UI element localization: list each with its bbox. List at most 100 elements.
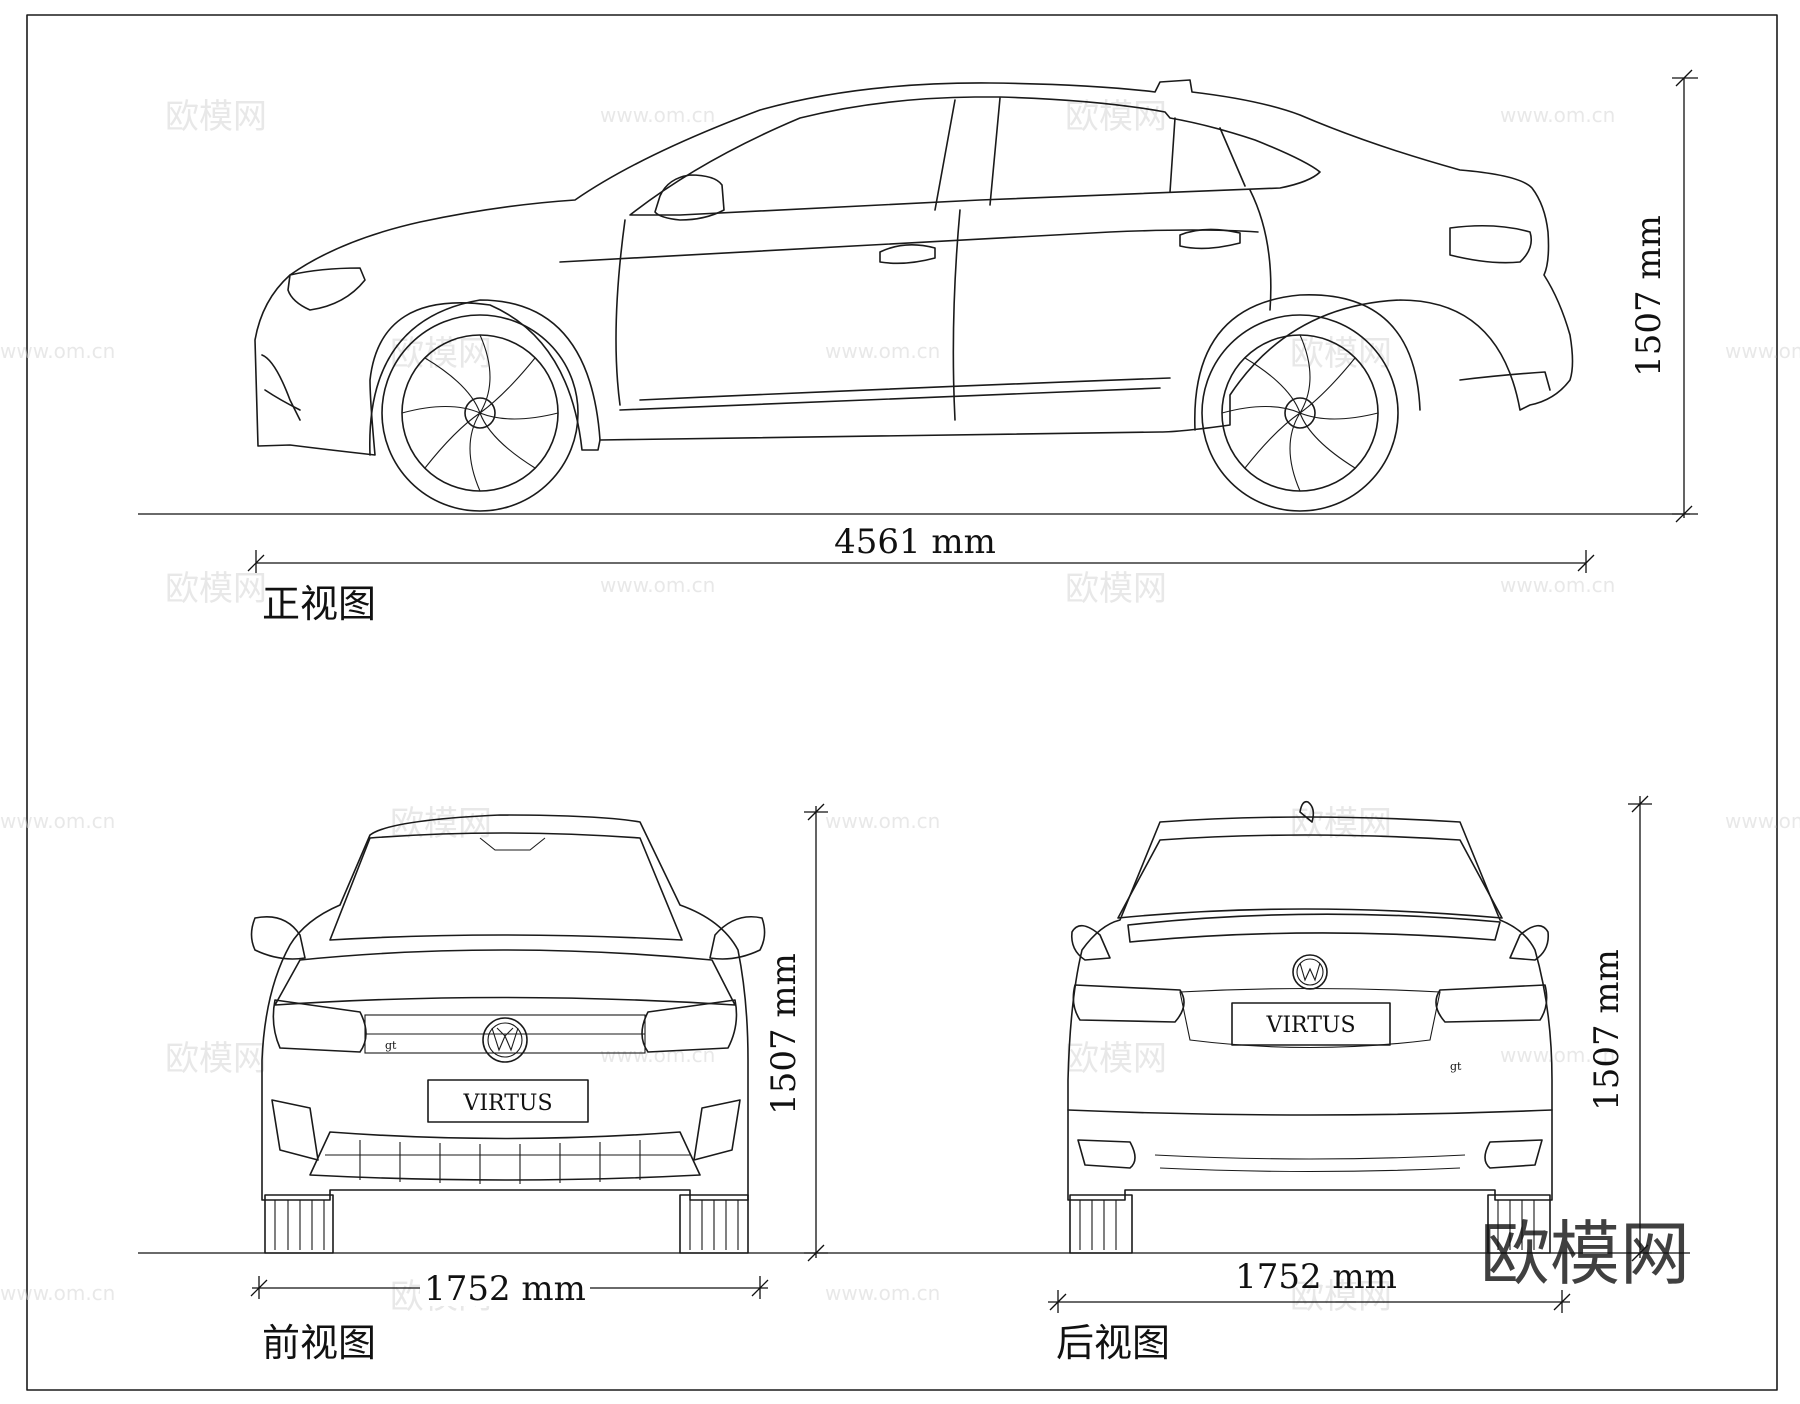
watermark-url: www.om.cn (600, 103, 715, 127)
side-length-label: 4561 mm (834, 522, 996, 562)
watermark-brand: 欧模网 (1065, 97, 1167, 137)
rear-trunk-lid (1179, 987, 1441, 1049)
rear-view-title: 后视图 (1056, 1321, 1170, 1365)
front-license-plate (427, 1079, 589, 1123)
watermark-url: www.om.cn (0, 339, 115, 363)
front-body-outline (261, 814, 749, 1201)
rear-plate-text: VIRTUS (1265, 1013, 1355, 1038)
watermark-brand: 欧模网 (1290, 1277, 1392, 1317)
rear-left-reflector (1077, 1139, 1136, 1169)
rear-right-reflector (1484, 1139, 1543, 1169)
side-rear-door-edge (1249, 189, 1272, 311)
front-left-mirror (250, 916, 306, 960)
side-body-outline (254, 79, 1574, 456)
rear-left-mirror (1070, 924, 1111, 961)
side-rear-wheel (1201, 314, 1399, 512)
rear-antenna-icon (1299, 800, 1315, 823)
watermark-url: www.om.cn (1500, 1043, 1615, 1067)
front-left-headlight (272, 999, 367, 1053)
side-rocker-line (639, 377, 1171, 401)
side-bumper-line (264, 389, 301, 411)
side-quarter-window (1219, 127, 1246, 187)
side-front-arch (369, 299, 601, 456)
watermark-url: www.om.cn (825, 339, 940, 363)
side-tail-light (1449, 224, 1533, 264)
watermark-brand: 欧模网 (1290, 334, 1392, 374)
front-right-headlight (641, 999, 738, 1053)
watermark-url: www.om.cn (600, 1043, 715, 1067)
side-door-split (952, 209, 961, 421)
watermark-brand: 欧模网 (390, 334, 492, 374)
watermark-url: www.om.cn (1500, 573, 1615, 597)
side-b-pillar-rear (989, 97, 1001, 206)
rear-window (1117, 834, 1503, 919)
side-mirror (654, 174, 725, 221)
rear-gt-badge: gt (1450, 1060, 1462, 1073)
watermark-brand: 欧模网 (165, 1039, 267, 1079)
side-front-wheel (381, 314, 579, 512)
front-left-vent (271, 1099, 319, 1161)
rear-height-label: 1507 mm (1587, 949, 1627, 1111)
front-gt-badge: gt (385, 1039, 397, 1052)
watermark-brand: 欧模网 (1065, 1039, 1167, 1079)
front-plate-text: VIRTUS (462, 1091, 552, 1116)
side-front-door-edge (615, 219, 626, 406)
rear-right-mirror (1509, 924, 1550, 961)
front-left-tyre (264, 1194, 334, 1254)
rear-bumper-line (1067, 1109, 1553, 1116)
watermark-url: www.om.cn (0, 809, 115, 833)
side-front-door-handle (879, 244, 936, 265)
watermark-url: www.om.cn (1725, 339, 1800, 363)
front-hood (274, 949, 736, 1006)
watermark-brand: 欧模网 (1065, 569, 1167, 609)
side-bumper-vent (261, 354, 301, 421)
side-b-pillar (934, 99, 956, 211)
watermark-url: www.om.cn (600, 573, 715, 597)
front-windshield (329, 832, 683, 941)
page-frame (26, 14, 1778, 1391)
front-width-label: 1752 mm (424, 1269, 586, 1309)
front-right-vent (693, 1099, 741, 1161)
rear-diffuser (1154, 1154, 1466, 1173)
side-character-line (559, 229, 1259, 263)
side-window-frame (629, 96, 1321, 216)
rear-spoiler (1127, 913, 1501, 943)
side-view: 1507 mm 4561 mm 正视图 (138, 69, 1698, 626)
rear-width-label: 1752 mm (1235, 1257, 1397, 1297)
side-rear-door-handle (1179, 228, 1241, 250)
front-vw-logo-icon (482, 1017, 528, 1063)
front-right-tyre (679, 1194, 749, 1254)
watermark-url: www.om.cn (825, 809, 940, 833)
rear-right-tyre (1487, 1194, 1551, 1254)
front-view-title: 前视图 (262, 1321, 376, 1365)
side-height-label: 1507 mm (1629, 215, 1669, 377)
watermark-brand: 欧模网 (1290, 804, 1392, 844)
rear-view: VIRTUS gt 1507 mm 1752 mm 后视图 (1048, 795, 1652, 1365)
rear-license-plate (1231, 1002, 1391, 1046)
watermark-url: www.om.cn (1500, 103, 1615, 127)
watermark-url: www.om.cn (0, 1281, 115, 1305)
watermark-brand: 欧模网 (165, 569, 267, 609)
rear-right-tail-light (1435, 984, 1548, 1023)
watermark-layer: 欧模网 www.om.cn 欧模网 www.om.cn www.om.cn 欧模… (0, 97, 1800, 1317)
front-height-label: 1507 mm (764, 953, 804, 1115)
side-view-title: 正视图 (262, 582, 376, 626)
side-sill-line (619, 387, 1161, 411)
watermark-url: www.om.cn (825, 1281, 940, 1305)
watermark-brand: 欧模网 (165, 97, 267, 137)
side-c-pillar (1169, 117, 1176, 193)
rear-body-outline (1067, 816, 1553, 1201)
side-rear-reflector (1459, 371, 1551, 391)
front-mirror-mount (479, 837, 546, 851)
rear-left-tail-light (1072, 984, 1185, 1023)
front-lower-grille (309, 1131, 701, 1181)
rear-vw-logo-icon (1292, 954, 1328, 990)
rear-left-tyre (1069, 1194, 1133, 1254)
corner-brand-watermark: 欧模网 (1480, 1213, 1690, 1295)
watermark-url: www.om.cn (1725, 809, 1800, 833)
front-view: gt VIRTUS 1507 mm 1752 mm 前视图 (138, 803, 1690, 1365)
side-headlight (287, 267, 366, 311)
side-rear-arch (1194, 294, 1421, 431)
